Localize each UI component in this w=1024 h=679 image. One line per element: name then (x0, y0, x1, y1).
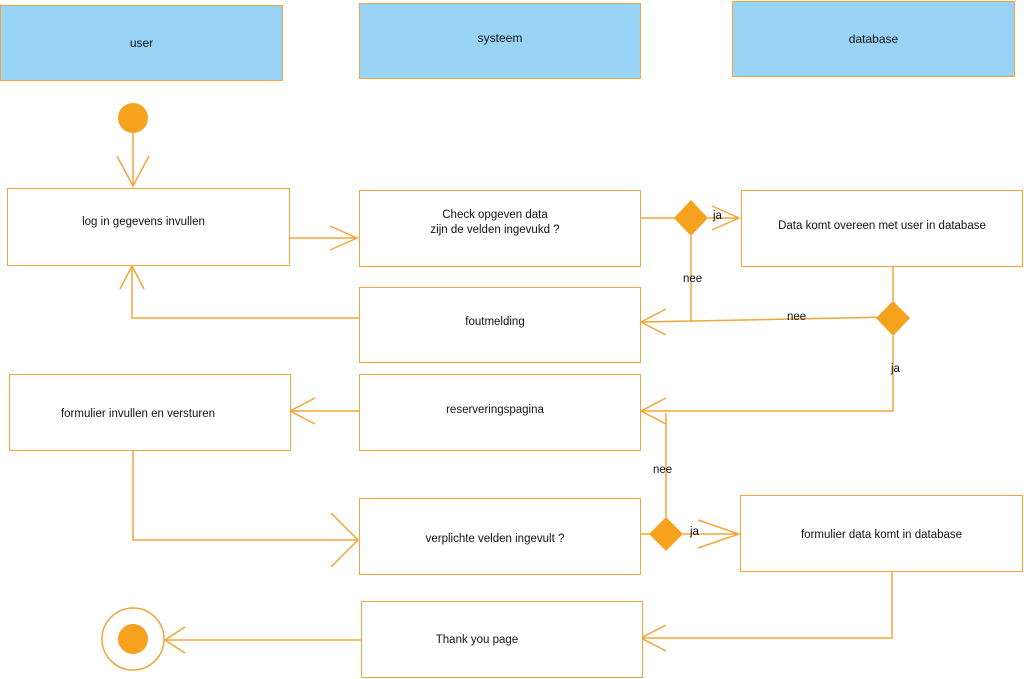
arrow-login-to-check (290, 225, 359, 251)
decision-diamond-check (674, 200, 708, 236)
arrow-decision-yes-to-match (708, 205, 741, 231)
lane-label-database: database (848, 32, 899, 46)
arrow-start-to-login (116, 133, 150, 188)
lane-header-user: user (0, 5, 283, 81)
node-login-label: log in gegevens invullen (82, 215, 205, 228)
arrow-to-error (639, 308, 894, 336)
node-reservation: reserveringspagina (359, 374, 641, 451)
node-login: log in gegevens invullen (7, 188, 290, 266)
node-form: formulier invullen en versturen (9, 374, 291, 451)
decision-diamond-match (876, 301, 910, 336)
lane-header-database: database (732, 1, 1015, 77)
arrow-decision-yes-to-stored (683, 519, 742, 549)
start-node (118, 103, 148, 133)
lane-label-user: user (129, 36, 154, 50)
node-stored: formulier data komt in database (740, 495, 1023, 572)
node-error: foutmelding (359, 287, 641, 363)
arrow-form-to-required (132, 451, 360, 568)
arrow-reservation-to-form (288, 397, 359, 425)
edge-label-required-no: nee (653, 464, 673, 476)
edge-label-match-no: nee (787, 311, 807, 323)
arrow-thanks-to-end (163, 626, 361, 654)
node-thanks: Thank you page (361, 601, 643, 678)
node-match-label: Data komt overeen met user in database (778, 220, 986, 232)
node-required-label: verplichte velden ingevult ? (425, 533, 565, 545)
decision-diamond-required (649, 517, 683, 551)
node-match: Data komt overeen met user in database (741, 190, 1023, 267)
end-node (101, 607, 165, 671)
lane-header-system: systeem (359, 3, 641, 79)
edge-label-check-yes: ja (713, 210, 722, 222)
node-check-label: Check opgeven data zijn de velden ingevu… (430, 208, 560, 236)
node-reservation-label: reserveringspagina (446, 404, 544, 416)
edge-label-check-no: nee (683, 273, 703, 285)
node-thanks-label: Thank you page (435, 634, 519, 646)
node-check: Check opgeven data zijn de velden ingevu… (359, 190, 641, 267)
node-error-label: foutmelding (465, 315, 525, 328)
node-form-label: formulier invullen en versturen (60, 408, 216, 420)
arrow-decision-yes-to-reservation (639, 336, 894, 425)
edge-label-required-yes: ja (690, 526, 699, 538)
node-stored-label: formulier data komt in database (800, 529, 963, 541)
edge-label-match-yes: ja (891, 363, 900, 375)
arrow-stored-to-thanks (639, 572, 893, 652)
arrow-error-to-login (119, 264, 359, 319)
lane-label-system: systeem (477, 31, 523, 45)
node-required: verplichte velden ingevult ? (359, 498, 641, 575)
